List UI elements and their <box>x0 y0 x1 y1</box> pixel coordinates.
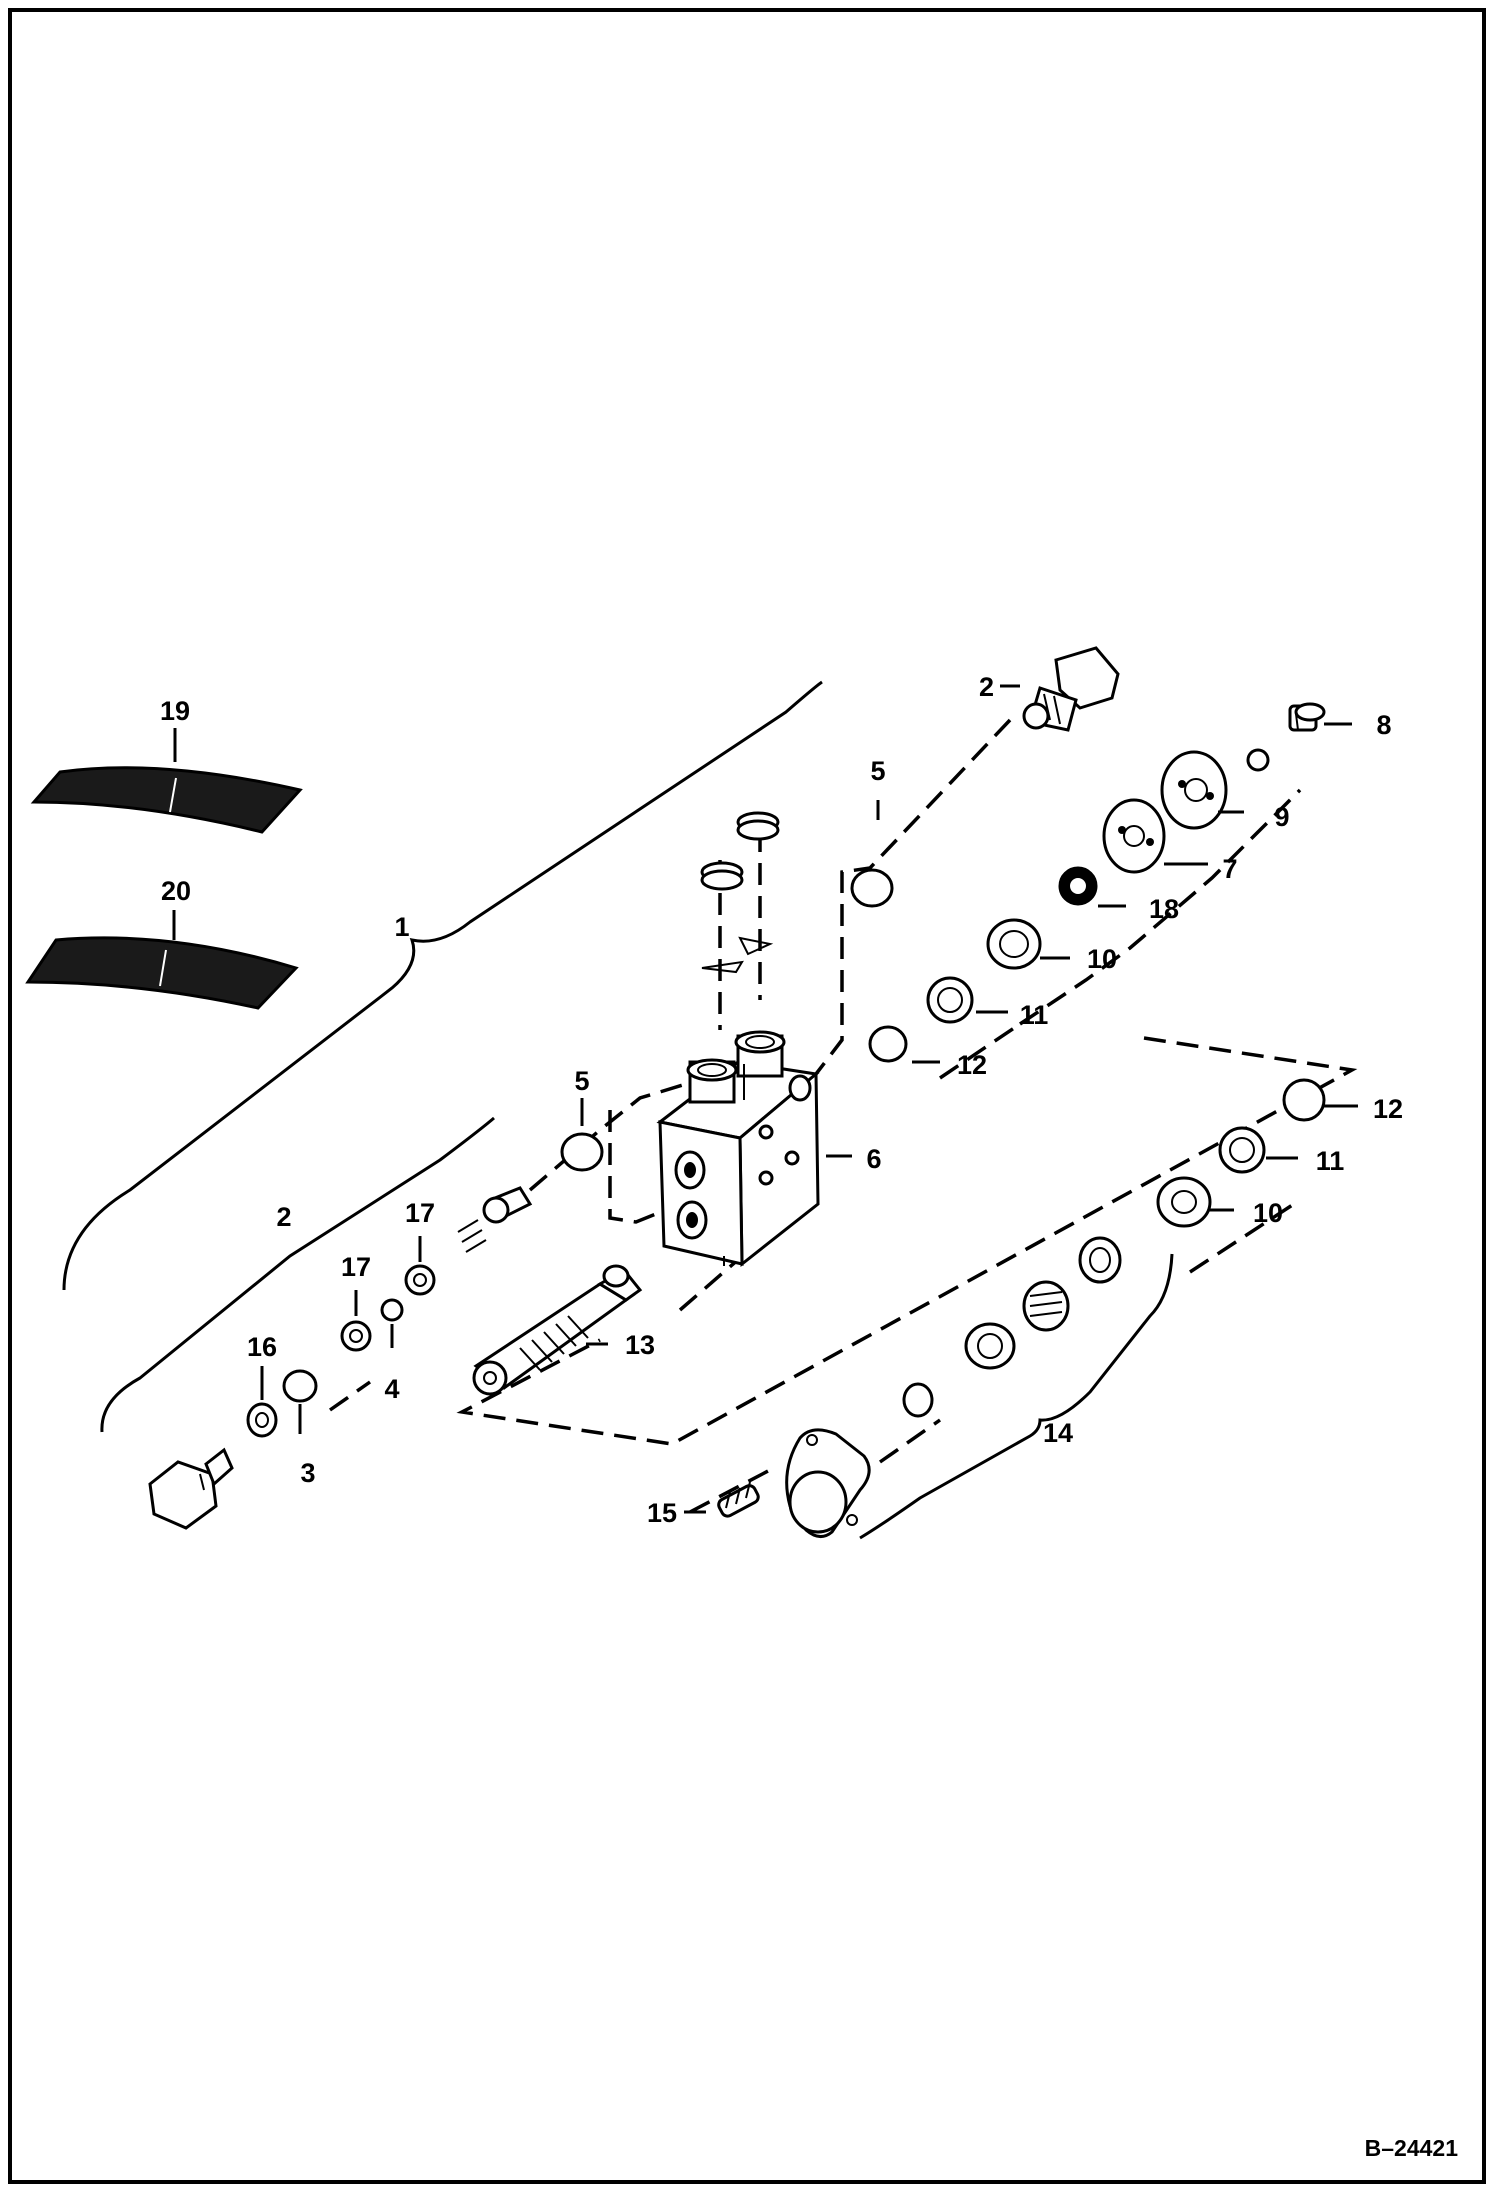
plate-7 <box>1102 798 1166 874</box>
page-border <box>8 8 1486 2184</box>
callout-10-upper: 10 <box>1087 944 1117 974</box>
end-cap <box>785 1428 871 1538</box>
callout-7: 7 <box>1222 854 1237 884</box>
oring-5-lower <box>560 1132 604 1172</box>
callout-5-lower: 5 <box>574 1066 589 1096</box>
callout-19: 19 <box>160 696 190 726</box>
callout-8: 8 <box>1376 710 1391 740</box>
callout-3: 3 <box>300 1458 315 1488</box>
callout-2-lower: 2 <box>276 1202 291 1232</box>
callout-17-upper: 17 <box>405 1198 435 1228</box>
screw-8 <box>1246 702 1326 772</box>
spring-17-upper <box>404 1186 533 1296</box>
oring-3 <box>282 1369 318 1403</box>
plate-9 <box>1160 750 1228 830</box>
spring <box>1022 1280 1070 1332</box>
oring-5-upper <box>850 868 894 908</box>
callout-15: 15 <box>647 1498 677 1528</box>
ring-18 <box>1058 866 1098 906</box>
callout-11-upper: 11 <box>1020 1000 1049 1030</box>
reference-number: B–24421 <box>1365 2135 1459 2161</box>
callout-16: 16 <box>247 1332 277 1362</box>
decal-19 <box>30 728 303 834</box>
valve-body <box>656 1030 820 1268</box>
small-seat <box>902 1382 934 1418</box>
brace-14 <box>859 1253 1174 1540</box>
spring-cap <box>1078 1236 1122 1284</box>
plug-2-bottom <box>148 1447 234 1530</box>
bushing-11-lower <box>1218 1126 1266 1174</box>
callout-9: 9 <box>1274 802 1289 832</box>
spring-seat <box>964 1322 1016 1370</box>
washer-10-upper <box>986 918 1042 970</box>
callout-20: 20 <box>161 876 191 906</box>
callout-10-lower: 10 <box>1253 1198 1283 1228</box>
callout-2-upper: 2 <box>979 672 994 702</box>
callout-1: 1 <box>394 912 409 942</box>
callout-11-lower: 11 <box>1316 1146 1345 1176</box>
screw-15 <box>717 1481 760 1518</box>
leader-lines <box>260 684 1358 1514</box>
brace-2 <box>100 1116 495 1433</box>
ring-4 <box>380 1298 404 1322</box>
callout-6: 6 <box>866 1144 881 1174</box>
callout-18: 18 <box>1149 894 1179 924</box>
callout-12-upper: 12 <box>957 1050 987 1080</box>
decal-20 <box>25 910 299 1010</box>
callout-labels: 19 20 1 2 2 8 9 7 18 10 11 12 5 5 6 12 1… <box>160 672 1458 2161</box>
ring-17-lower <box>340 1320 372 1352</box>
callout-13: 13 <box>625 1330 655 1360</box>
callout-12-lower: 12 <box>1373 1094 1403 1124</box>
oring-12-upper <box>868 1025 908 1063</box>
plug-2-top <box>1022 646 1120 732</box>
dashed-guides <box>328 718 1358 1514</box>
callout-14: 14 <box>1043 1418 1073 1448</box>
ring-16 <box>246 1402 278 1438</box>
callout-17-lower: 17 <box>341 1252 371 1282</box>
top-rings <box>700 811 780 974</box>
spool-13 <box>472 1264 643 1396</box>
brace-1 <box>62 680 823 1291</box>
callout-5-upper: 5 <box>870 756 885 786</box>
oring-12-lower <box>1282 1078 1326 1122</box>
callout-4: 4 <box>384 1374 399 1404</box>
washer-10-lower <box>1156 1176 1212 1228</box>
bushing-11-upper <box>926 976 974 1024</box>
